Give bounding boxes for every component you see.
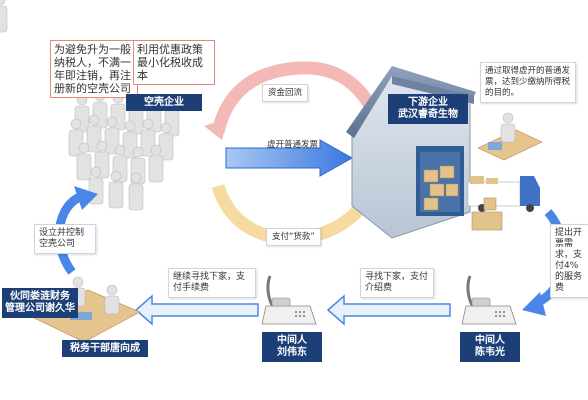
finance-line2: 管理公司谢久华 bbox=[5, 303, 75, 314]
middleman-2-label: 中间人 陈韦光 bbox=[460, 332, 520, 362]
middleman-2-name: 陈韦光 bbox=[475, 347, 505, 358]
crowd-icon bbox=[0, 0, 180, 211]
downstream-line2: 武汉睿奇生物 bbox=[398, 109, 458, 120]
downstream-company-label: 下游企业 武汉睿奇生物 bbox=[388, 94, 468, 124]
intro-arrow bbox=[326, 294, 451, 326]
shell-purpose-note: 为避免升为一般纳税人，不满一年即注销，再注册新的空壳公司 bbox=[50, 40, 138, 98]
cycle-label-top: 资金回流 bbox=[262, 84, 309, 102]
middleman-1-name: 刘伟东 bbox=[277, 347, 307, 358]
middleman-1-title: 中间人 bbox=[277, 335, 307, 346]
finance-company-label: 伙同娄涟财务 管理公司谢久华 bbox=[2, 288, 78, 318]
cycle-top-arc bbox=[211, 61, 383, 134]
cycle-label-bottom: 支付“货款” bbox=[266, 228, 321, 246]
truck-icon bbox=[467, 176, 540, 231]
middleman-1-label: 中间人 刘伟东 bbox=[262, 332, 322, 362]
phone-icon bbox=[261, 275, 317, 325]
handling-fee-flow-label: 继续寻找下家，支付手续费 bbox=[168, 268, 256, 298]
fee-request-flow-label: 提出开票需求，支付4%的服务费 bbox=[550, 224, 588, 298]
tax-policy-note: 利用优惠政策最小化税收成本 bbox=[133, 40, 215, 85]
shell-company-label: 空壳企业 bbox=[126, 94, 202, 111]
finance-line1: 伙同娄涟财务 bbox=[10, 291, 70, 302]
phone-icon bbox=[461, 275, 517, 325]
cycle-label-middle: 虚开普通发票 bbox=[267, 140, 319, 150]
invoice-arrow bbox=[225, 139, 354, 177]
downstream-line1: 下游企业 bbox=[408, 97, 448, 108]
control-flow-label: 设立并控制空壳公司 bbox=[34, 224, 96, 254]
meeting-desk-icon bbox=[29, 276, 141, 343]
handling-arrow bbox=[134, 294, 259, 326]
downstream-purpose-note: 通过取得虚开的普通发票，达到少缴纳所得税的目的。 bbox=[480, 62, 576, 103]
intro-fee-flow-label: 寻找下家，支付介绍费 bbox=[360, 268, 434, 298]
tax-official-label: 税务干部唐向成 bbox=[62, 340, 148, 357]
middleman-2-title: 中间人 bbox=[475, 335, 505, 346]
desk-icon bbox=[477, 112, 543, 161]
